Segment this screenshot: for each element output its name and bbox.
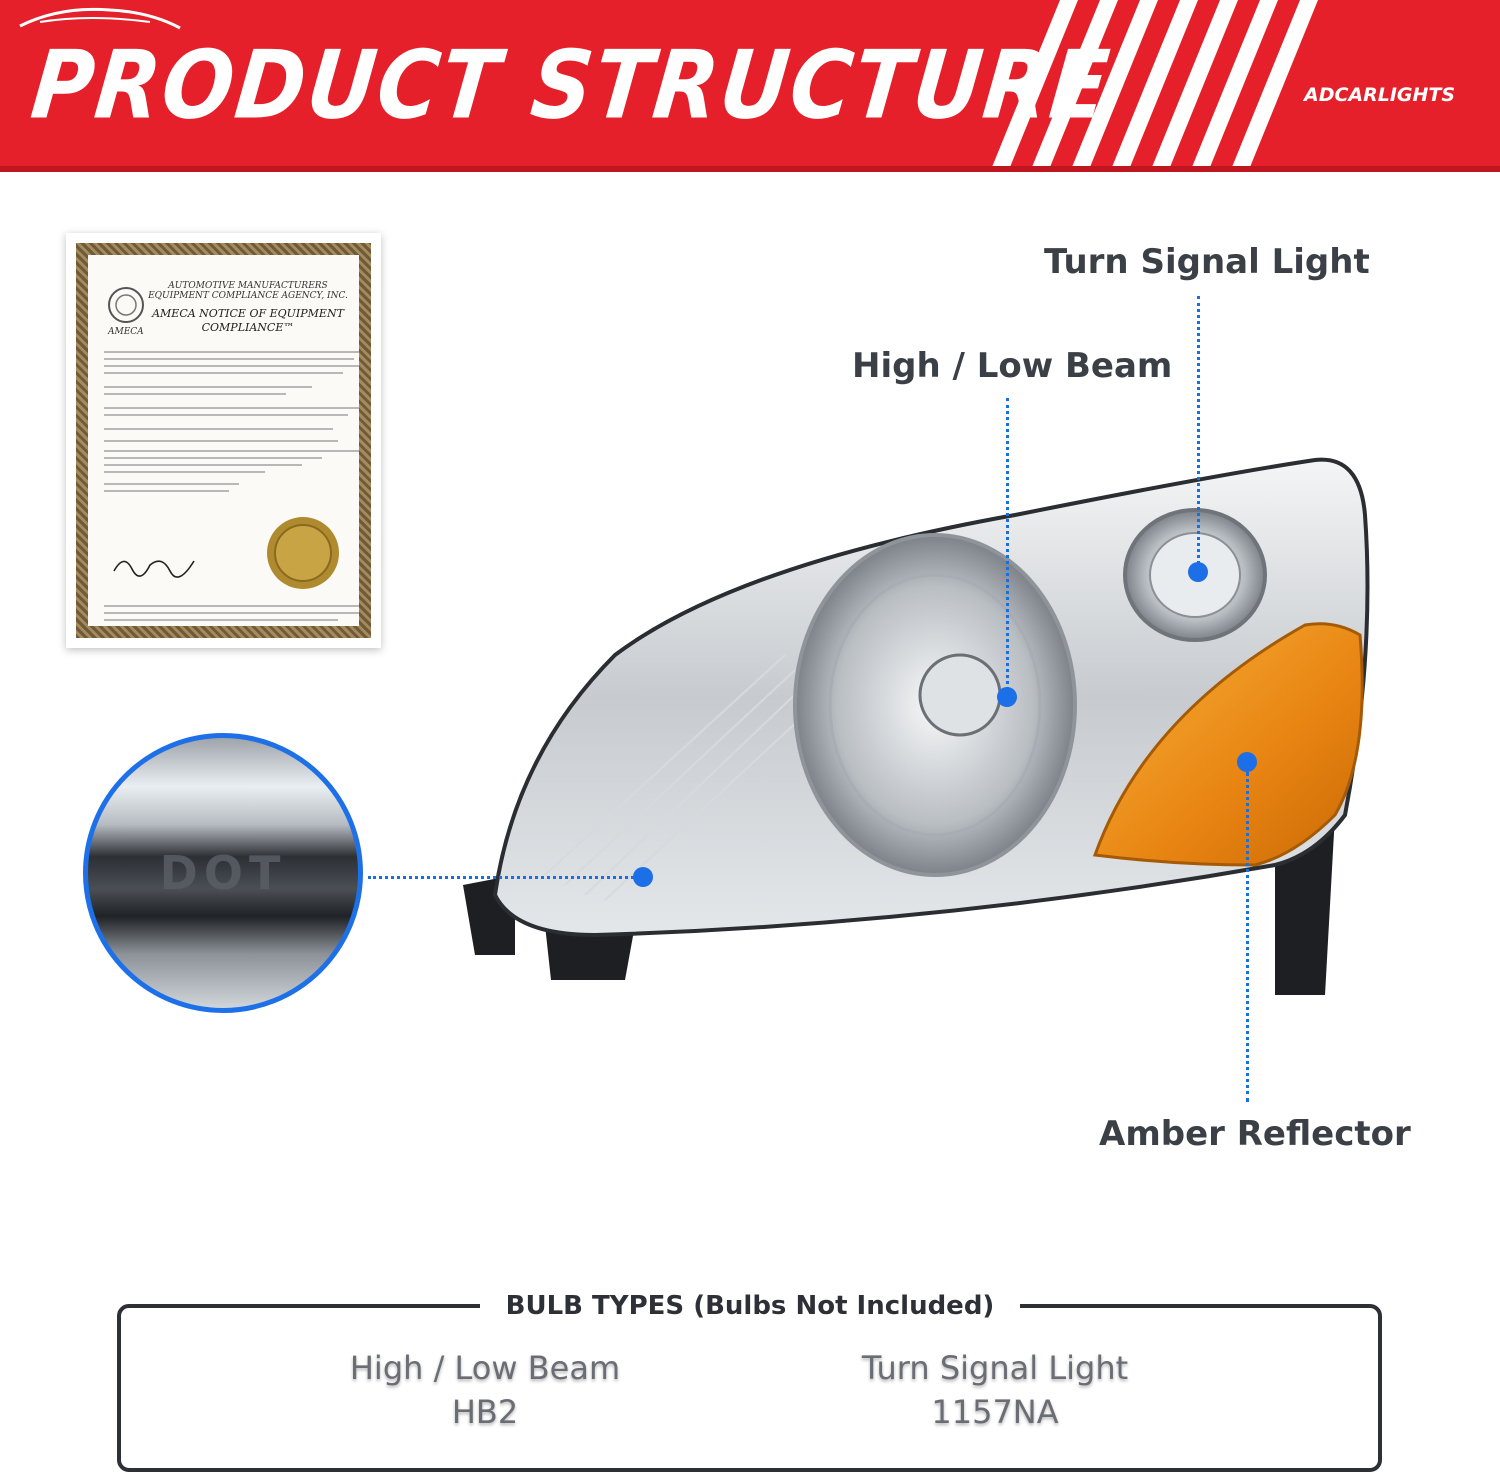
amber-reflector-leader-line	[1246, 772, 1249, 1102]
certificate-logo-text: AMECA	[108, 327, 144, 337]
certificate-body-text	[104, 351, 359, 497]
brand-logo: ADCARLIGHTS	[1304, 84, 1456, 106]
headlamp-image	[463, 457, 1370, 995]
high-low-beam-label: High / Low Beam	[852, 346, 1173, 386]
high-low-beam-marker	[997, 687, 1017, 707]
bulb-item-high-low: High / Low Beam HB2	[320, 1346, 650, 1434]
bulb-types-heading: BULB TYPES (Bulbs Not Included)	[480, 1286, 1020, 1326]
bulb-types-box	[117, 1304, 1382, 1472]
ameca-seal-icon	[108, 287, 144, 323]
turn-signal-leader-line	[1197, 296, 1200, 571]
brand-car-icon	[19, 7, 181, 30]
high-low-beam-leader-line	[1006, 398, 1009, 696]
bulb-item-name: High / Low Beam	[349, 1349, 621, 1387]
header-banner: PRODUCT STRUCTURE ADCARLIGHTS	[0, 0, 1500, 172]
bulb-item-value: HB2	[451, 1393, 519, 1431]
amber-reflector-lens	[1092, 622, 1364, 867]
bulb-item-name: Turn Signal Light	[861, 1349, 1129, 1387]
bulb-item-turn-signal: Turn Signal Light 1157NA	[830, 1346, 1160, 1434]
dot-marking-text: DOT	[159, 846, 287, 900]
compliance-certificate: AMECA AUTOMOTIVE MANUFACTURERS EQUIPMENT…	[66, 233, 381, 648]
certificate-footer-text	[104, 605, 359, 626]
certificate-heading: AUTOMOTIVE MANUFACTURERS EQUIPMENT COMPL…	[148, 281, 348, 301]
turn-signal-marker	[1188, 562, 1208, 582]
certificate-title: AMECA NOTICE OF EQUIPMENT COMPLIANCE™	[152, 307, 344, 334]
certificate-paper: AMECA AUTOMOTIVE MANUFACTURERS EQUIPMENT…	[88, 255, 359, 626]
banner-background	[0, 0, 1500, 172]
turn-signal-label: Turn Signal Light	[1044, 242, 1370, 282]
dot-zoom-leader-line	[368, 876, 640, 879]
bottom-bracket	[545, 925, 635, 980]
high-low-bulb-socket	[918, 653, 1002, 737]
amber-reflector-marker	[1237, 752, 1257, 772]
amber-reflector-label: Amber Reflector	[1099, 1114, 1411, 1154]
bulb-item-value: 1157NA	[931, 1393, 1059, 1431]
dot-marking-zoom: DOT	[83, 733, 363, 1013]
signature-icon	[113, 560, 195, 578]
dot-zoom-marker	[633, 867, 653, 887]
gold-seal-icon	[267, 517, 339, 589]
